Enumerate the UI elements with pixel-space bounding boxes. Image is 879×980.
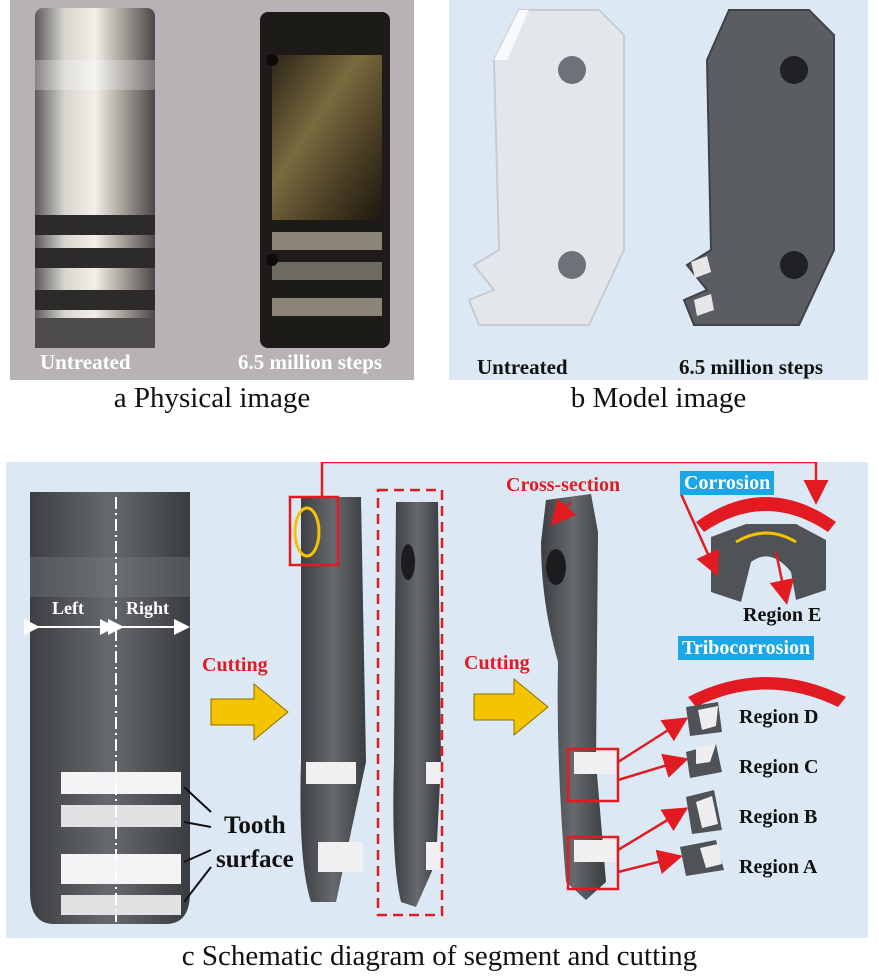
tribocorrosion-arc <box>688 677 846 707</box>
tooth-lower-box <box>566 835 620 891</box>
region-e-cross-section <box>711 524 826 602</box>
region-d-label: Region D <box>739 706 819 728</box>
corrosion-arc <box>696 497 836 532</box>
tooth-label: Tooth <box>224 812 286 839</box>
cross-section-label: Cross-section <box>506 474 621 496</box>
cutting-slice-dashed-box <box>376 488 444 917</box>
untreated-model <box>467 9 625 326</box>
panel-a-physical-image: Untreated 6.5 million steps <box>10 0 414 380</box>
left-side-label: Left <box>52 598 84 618</box>
region-b-label: Region B <box>739 806 818 828</box>
untreated-label: Untreated <box>40 350 131 374</box>
cross-section-box <box>288 495 340 567</box>
caption-a: a Physical image <box>113 382 311 414</box>
half-segment-right <box>393 502 441 907</box>
panel-b-model-image: Untreated 6.5 million steps <box>449 0 868 380</box>
six-point-five-million-steps-model-label: 6.5 million steps <box>679 355 824 379</box>
cutting-arrow-2 <box>473 677 549 737</box>
caption-b: b Model image <box>570 382 747 414</box>
corrosion-label: Corrosion <box>680 471 775 495</box>
treated-model <box>682 9 835 326</box>
tribocorrosion-label: Tribocorrosion <box>678 636 815 660</box>
physical-photo-art <box>35 8 390 348</box>
cutting-arrow-1 <box>210 682 289 742</box>
tooth-upper-box <box>566 747 620 803</box>
slice-piece <box>541 494 606 900</box>
panel-c-schematic: Left Right Cutting Cutting Tooth surface… <box>6 462 868 938</box>
region-a-label: Region A <box>739 856 818 878</box>
six-point-five-million-steps-label: 6.5 million steps <box>238 350 383 374</box>
untreated-model-label: Untreated <box>477 355 568 379</box>
caption-c: c Schematic diagram of segment and cutti… <box>181 940 698 972</box>
surface-label: surface <box>216 846 294 873</box>
right-side-label: Right <box>126 598 170 618</box>
model-image-art <box>467 9 835 326</box>
schematic-art <box>24 462 846 924</box>
half-segment-left <box>300 497 366 902</box>
region-c-label: Region C <box>739 756 819 778</box>
region-e-label: Region E <box>743 604 822 626</box>
cutting-label-2: Cutting <box>464 652 530 674</box>
cutting-label-1: Cutting <box>202 654 268 676</box>
